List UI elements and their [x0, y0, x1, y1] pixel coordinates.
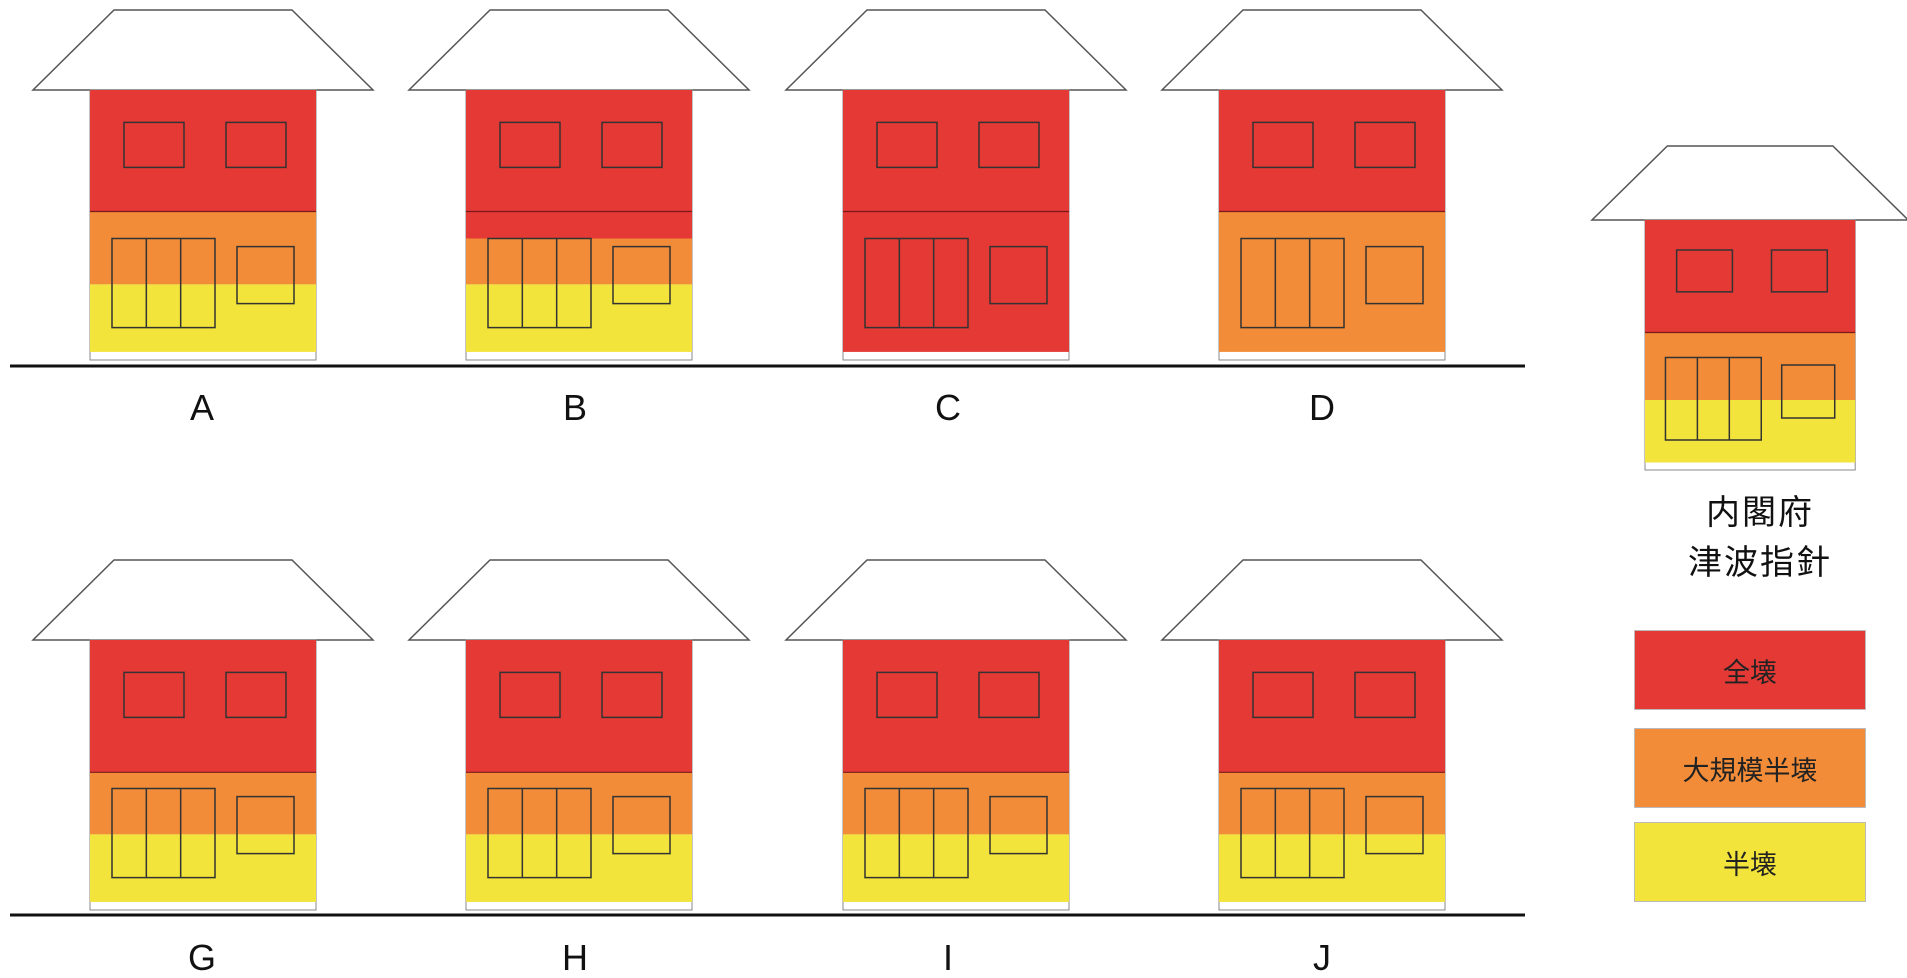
reference-house-band-hankai: [1645, 400, 1856, 463]
house-b-band-1: [466, 211, 692, 239]
house-i-band-daikibo: [843, 772, 1069, 835]
house-i-window-upper-left: [876, 671, 938, 719]
house-h-door: [487, 787, 592, 879]
house-g-window-upper-right: [225, 671, 287, 719]
house-label-c: C: [935, 387, 961, 428]
house-b-band-2: [466, 238, 692, 285]
house-h-band-daikibo: [466, 772, 692, 835]
house-h-window-upper-right: [601, 671, 663, 719]
house-c-door: [864, 237, 969, 329]
reference-house-window-lower: [1780, 364, 1836, 419]
reference-house-door: [1664, 356, 1762, 441]
house-b-window-upper-right: [601, 121, 663, 169]
legend-daikibo-hankai-label: 大規模半壊: [1682, 755, 1818, 787]
house-j-door: [1240, 787, 1345, 879]
house-j-band-hankai: [1219, 834, 1445, 902]
house-c-roof: [784, 9, 1128, 91]
house-d-window-upper-right: [1354, 121, 1416, 169]
house-b-window-lower: [612, 245, 671, 305]
house-label-a: A: [189, 387, 214, 428]
house-d-band-zenkai: [1219, 90, 1445, 212]
house-b-band-3: [466, 284, 692, 352]
house-b-roof: [407, 9, 751, 91]
reference-house-roof: [1590, 145, 1907, 221]
house-d-band-daikibo: [1219, 211, 1445, 352]
house-g-band-zenkai: [90, 640, 316, 773]
reference-caption-line2: 津波指針: [1688, 543, 1832, 583]
house-c-window-lower: [989, 245, 1048, 305]
house-j-band-zenkai: [1219, 640, 1445, 773]
house-c-band-zenkai: [843, 90, 1069, 352]
house-i-band-hankai: [843, 834, 1069, 902]
house-i-band-zenkai: [843, 640, 1069, 773]
reference-caption-line1: 内閣府: [1706, 493, 1814, 533]
house-a-window-upper-right: [225, 121, 287, 169]
house-j-band-daikibo: [1219, 772, 1445, 835]
reference-house-window-upper-right: [1770, 249, 1829, 293]
house-b-band-0: [466, 90, 692, 212]
house-b-window-upper-left: [499, 121, 561, 169]
house-label-d: D: [1309, 387, 1335, 428]
house-a-door: [111, 237, 216, 329]
house-d-door: [1240, 237, 1345, 329]
house-j-roof: [1160, 559, 1504, 641]
house-j-window-upper-right: [1354, 671, 1416, 719]
house-j-window-lower: [1365, 795, 1424, 855]
house-b-door: [487, 237, 592, 329]
reference-house-band-zenkai: [1645, 220, 1856, 333]
house-j-window-upper-left: [1252, 671, 1314, 719]
house-h-band-hankai: [466, 834, 692, 902]
house-i-roof: [784, 559, 1128, 641]
reference-caption: 内閣府 津波指針: [1630, 488, 1890, 588]
house-label-j: J: [1313, 937, 1331, 978]
house-a-window-lower: [236, 245, 295, 305]
house-g-band-hankai: [90, 834, 316, 902]
reference-house-window-upper-left: [1675, 249, 1734, 293]
house-label-b: B: [562, 387, 587, 428]
house-g-band-daikibo: [90, 772, 316, 835]
house-h-window-lower: [612, 795, 671, 855]
house-h-window-upper-left: [499, 671, 561, 719]
house-c-window-upper-left: [876, 121, 938, 169]
house-h-band-zenkai: [466, 640, 692, 773]
house-label-h: H: [562, 937, 588, 978]
house-g-roof: [31, 559, 375, 641]
house-a-window-upper-left: [123, 121, 185, 169]
house-g-window-lower: [236, 795, 295, 855]
house-a-band-hankai: [90, 284, 316, 352]
house-a-band-zenkai: [90, 90, 316, 212]
house-a-roof: [31, 9, 375, 91]
house-d-window-lower: [1365, 245, 1424, 305]
reference-house-band-daikibo: [1645, 332, 1856, 400]
house-c-window-upper-right: [978, 121, 1040, 169]
house-i-window-upper-right: [978, 671, 1040, 719]
legend-zenkai-label: 全壊: [1723, 657, 1777, 689]
house-d-roof: [1160, 9, 1504, 91]
house-g-window-upper-left: [123, 671, 185, 719]
house-label-g: G: [187, 937, 216, 978]
legend-hankai-label: 半壊: [1723, 849, 1777, 881]
house-i-window-lower: [989, 795, 1048, 855]
legend-hankai: 半壊: [1634, 822, 1866, 902]
house-a-band-daikibo: [90, 211, 316, 285]
legend-zenkai: 全壊: [1634, 630, 1866, 710]
house-d-window-upper-left: [1252, 121, 1314, 169]
house-g-door: [111, 787, 216, 879]
house-h-roof: [407, 559, 751, 641]
legend-daikibo-hankai: 大規模半壊: [1634, 728, 1866, 808]
house-i-door: [864, 787, 969, 879]
house-label-i: I: [942, 937, 953, 978]
